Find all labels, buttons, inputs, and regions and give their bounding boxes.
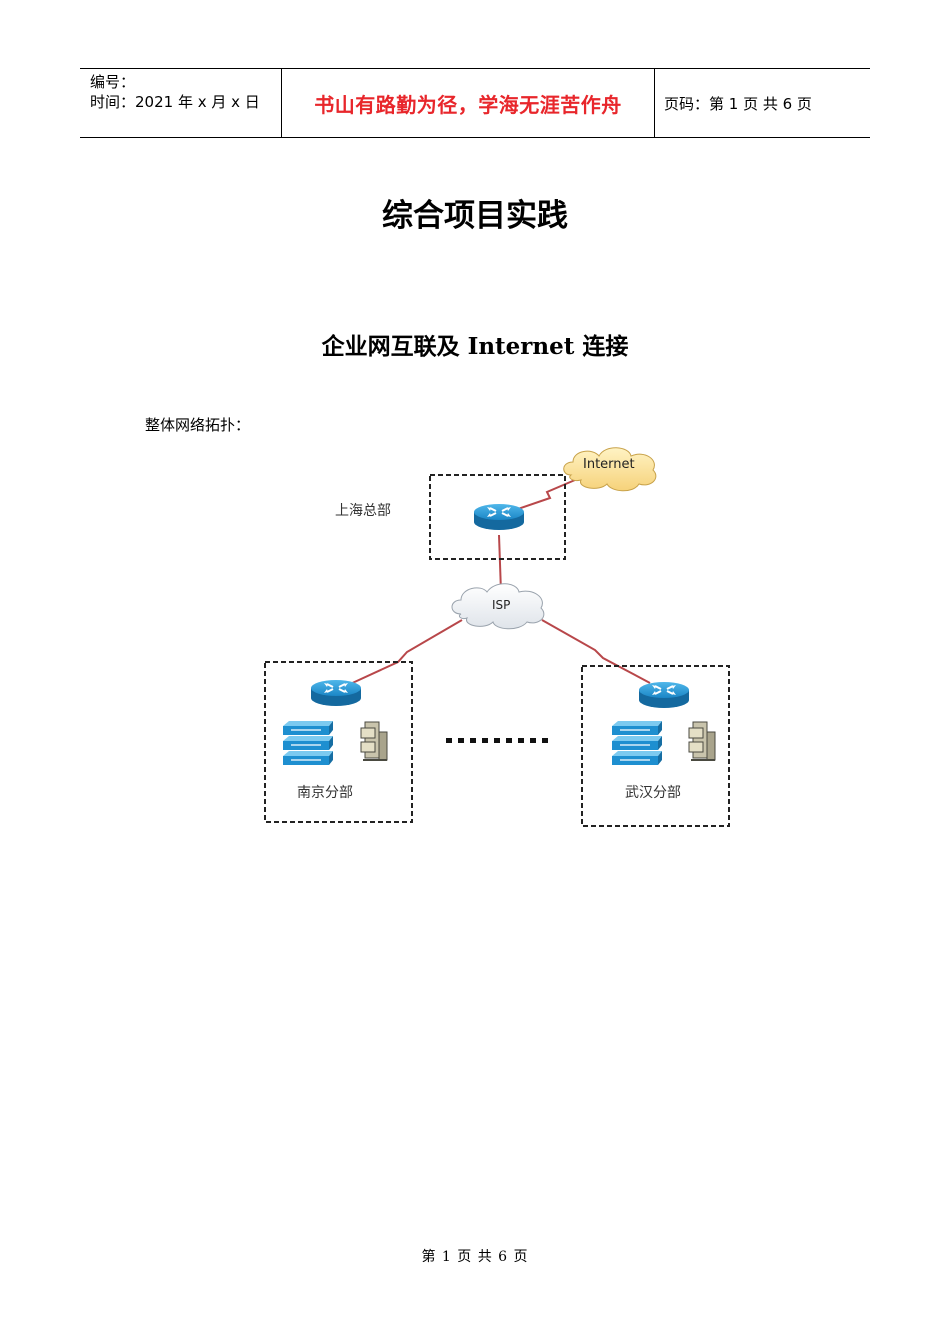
nanjing-router-icon — [310, 679, 362, 707]
topology-label: 整体网络拓扑： — [145, 416, 251, 434]
document-title: 综合项目实践 — [382, 198, 568, 234]
page-footer: 第 1 页 共 6 页 — [421, 1249, 529, 1265]
internet-cloud-icon: Internet — [563, 447, 657, 492]
wuhan-label: 武汉分部 — [625, 785, 681, 801]
hq-isp-link — [498, 534, 502, 593]
nanjing-label: 南京分部 — [297, 785, 353, 801]
hq-boundary — [429, 474, 566, 560]
header-table: 编号： 时间：2021 年 x 月 x 日 书山有路勤为径，学海无涯苦作舟 页码… — [80, 68, 870, 138]
more-branches-ellipsis — [446, 738, 548, 743]
isp-cloud-label: ISP — [492, 598, 510, 612]
date-label: 时间：2021 年 x 月 x 日 — [90, 93, 260, 111]
network-topology-diagram: 上海总部 Internet ISP 南京分部 武汉分部 — [255, 440, 745, 840]
nanjing-boundary — [264, 661, 413, 823]
hq-router-icon — [473, 503, 525, 531]
header-page-cell: 页码：第 1 页 共 6 页 — [654, 69, 870, 137]
wuhan-server-icon — [688, 721, 716, 761]
page-info: 页码：第 1 页 共 6 页 — [664, 94, 812, 113]
motto-text: 书山有路勤为径，学海无涯苦作舟 — [314, 92, 622, 117]
nanjing-server-icon — [360, 721, 388, 761]
document-subtitle: 企业网互联及 Internet 连接 — [321, 333, 629, 360]
nanjing-switch-icon — [282, 720, 334, 766]
wuhan-switch-icon — [611, 720, 663, 766]
isp-nanjing-link — [347, 619, 463, 686]
internet-cloud-label: Internet — [583, 457, 635, 472]
header-motto-cell: 书山有路勤为径，学海无涯苦作舟 — [281, 69, 655, 137]
header-left-cell: 编号： 时间：2021 年 x 月 x 日 — [80, 69, 280, 137]
isp-cloud-icon: ISP — [451, 583, 545, 630]
number-label: 编号： — [90, 73, 136, 91]
network-links — [347, 479, 651, 686]
hq-label: 上海总部 — [335, 503, 391, 519]
wuhan-boundary — [581, 665, 730, 827]
wuhan-router-icon — [638, 681, 690, 709]
hq-internet-link — [514, 479, 576, 511]
isp-wuhan-link — [541, 619, 651, 684]
